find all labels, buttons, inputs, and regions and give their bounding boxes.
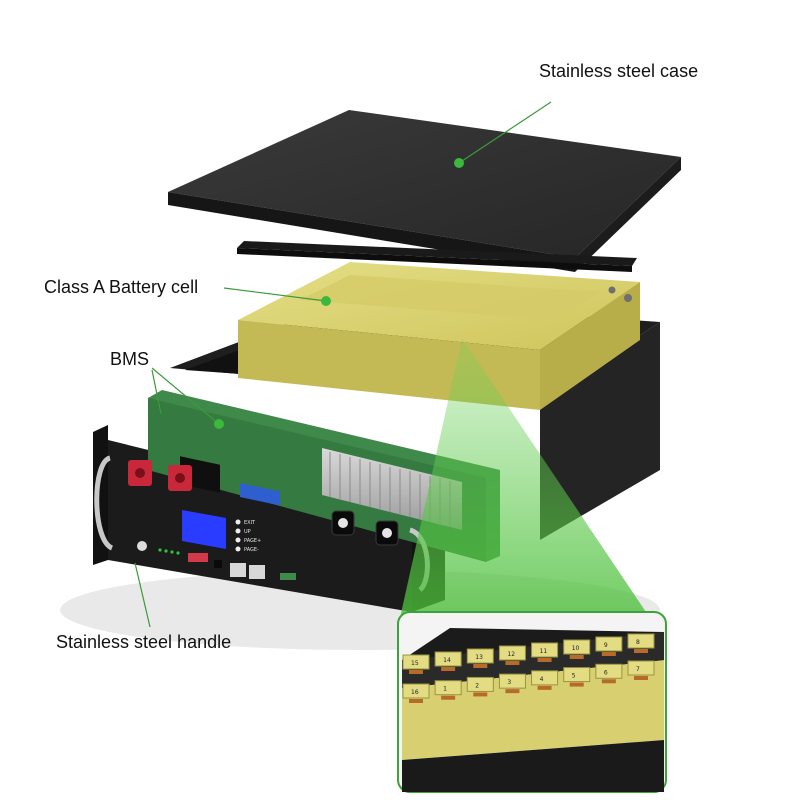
cell-busbar	[441, 695, 456, 700]
cell-slot	[498, 673, 526, 689]
cell-slot	[627, 633, 655, 649]
lcd-display	[182, 510, 226, 549]
leader-dot-bms	[214, 419, 224, 429]
leader-line-case	[458, 101, 552, 164]
cell-slot	[434, 651, 462, 667]
cell-slot	[434, 680, 462, 696]
label-stainless-steel-handle: Stainless steel handle	[56, 632, 232, 652]
status-leds	[158, 548, 180, 555]
leader-line-cell	[223, 287, 327, 302]
indicator-label-up: UP	[244, 529, 251, 535]
cell-slot	[498, 645, 526, 661]
leader-line-handle	[134, 562, 151, 628]
label-bms: BMS	[110, 349, 150, 369]
cell-busbar	[569, 682, 584, 687]
cell-number-label: 7	[636, 666, 640, 673]
rj45-port-2	[249, 565, 265, 579]
cell-slot	[595, 663, 623, 679]
magnify-beam	[400, 338, 650, 618]
cell-number-label: 9	[604, 642, 608, 649]
cell-slot	[466, 676, 494, 692]
cell-slot	[563, 639, 591, 655]
cell-number-label: 5	[572, 673, 576, 680]
cell-row-bottom: 16 1 2 3 4 5 6 7	[402, 660, 655, 703]
cell-busbar	[441, 667, 456, 671]
cell-busbar	[505, 689, 520, 694]
positive-terminal-bolt	[175, 473, 185, 483]
cell-slot	[531, 642, 559, 658]
cell-slot	[531, 670, 559, 686]
cell-number-label: 3	[507, 679, 511, 686]
cell-row-top: 15 14 13 12 11 10 9 8	[402, 633, 655, 674]
negative-terminal-bolt	[135, 468, 145, 478]
breaker-knob-1	[331, 510, 355, 536]
cell-number-label: 6	[604, 669, 608, 676]
label-battery-cell: Class A Battery cell	[44, 277, 199, 297]
indicator-label-page-plus: PAGE+	[244, 538, 261, 544]
cell-slot	[466, 648, 494, 664]
power-button	[137, 541, 147, 551]
left-handle	[94, 455, 114, 551]
cell-slot	[627, 660, 655, 676]
cell-number-label: 12	[507, 651, 515, 658]
leader-lines	[134, 101, 552, 628]
cell-number-label: 14	[443, 657, 451, 664]
cell-slot	[402, 683, 430, 699]
cell-busbar	[537, 658, 552, 662]
cell-busbar	[601, 652, 616, 656]
reset-port	[214, 560, 222, 568]
cell-number-label: 10	[572, 645, 580, 652]
label-stainless-steel-case: Stainless steel case	[539, 61, 699, 81]
cell-number-label: 15	[411, 660, 419, 667]
cell-busbar	[601, 679, 616, 684]
cell-busbar	[569, 655, 584, 659]
cell-number-label: 2	[475, 682, 479, 689]
indicator-label-exit: EXIT	[244, 520, 256, 526]
cell-number-label: 8	[636, 639, 640, 646]
rj45-port-1	[230, 563, 246, 577]
cell-busbar	[537, 685, 552, 690]
leader-dot-cell	[321, 296, 331, 306]
indicator-label-page-minus: PAGE-	[244, 547, 259, 553]
battery-cell-block	[238, 262, 640, 410]
cell-busbar	[409, 670, 423, 674]
rail-bracket	[237, 241, 637, 272]
inset-zoom-panel	[397, 611, 667, 793]
cell-busbar	[409, 699, 423, 703]
cell-number-label: 16	[411, 689, 419, 696]
cell-busbar	[505, 661, 520, 665]
cell-number-label: 4	[540, 676, 544, 683]
cell-number-label: 1	[443, 686, 447, 693]
cell-slot	[595, 636, 623, 652]
terminal-block	[280, 573, 296, 580]
dip-switch	[188, 553, 208, 562]
leader-line-bms-1	[151, 367, 220, 425]
indicator-buttons	[235, 519, 241, 552]
leader-line-bms-2	[151, 369, 162, 415]
cell-busbar	[634, 676, 648, 680]
leader-dot-case	[454, 158, 464, 168]
cell-busbar	[473, 664, 488, 668]
cell-number-label: 13	[475, 654, 483, 661]
cell-slot	[402, 654, 430, 670]
cell-busbar	[634, 649, 648, 653]
breaker-knob-2	[375, 520, 399, 546]
cell-slot	[563, 667, 591, 683]
cell-busbar	[473, 692, 488, 697]
cell-number-label: 11	[540, 648, 548, 655]
